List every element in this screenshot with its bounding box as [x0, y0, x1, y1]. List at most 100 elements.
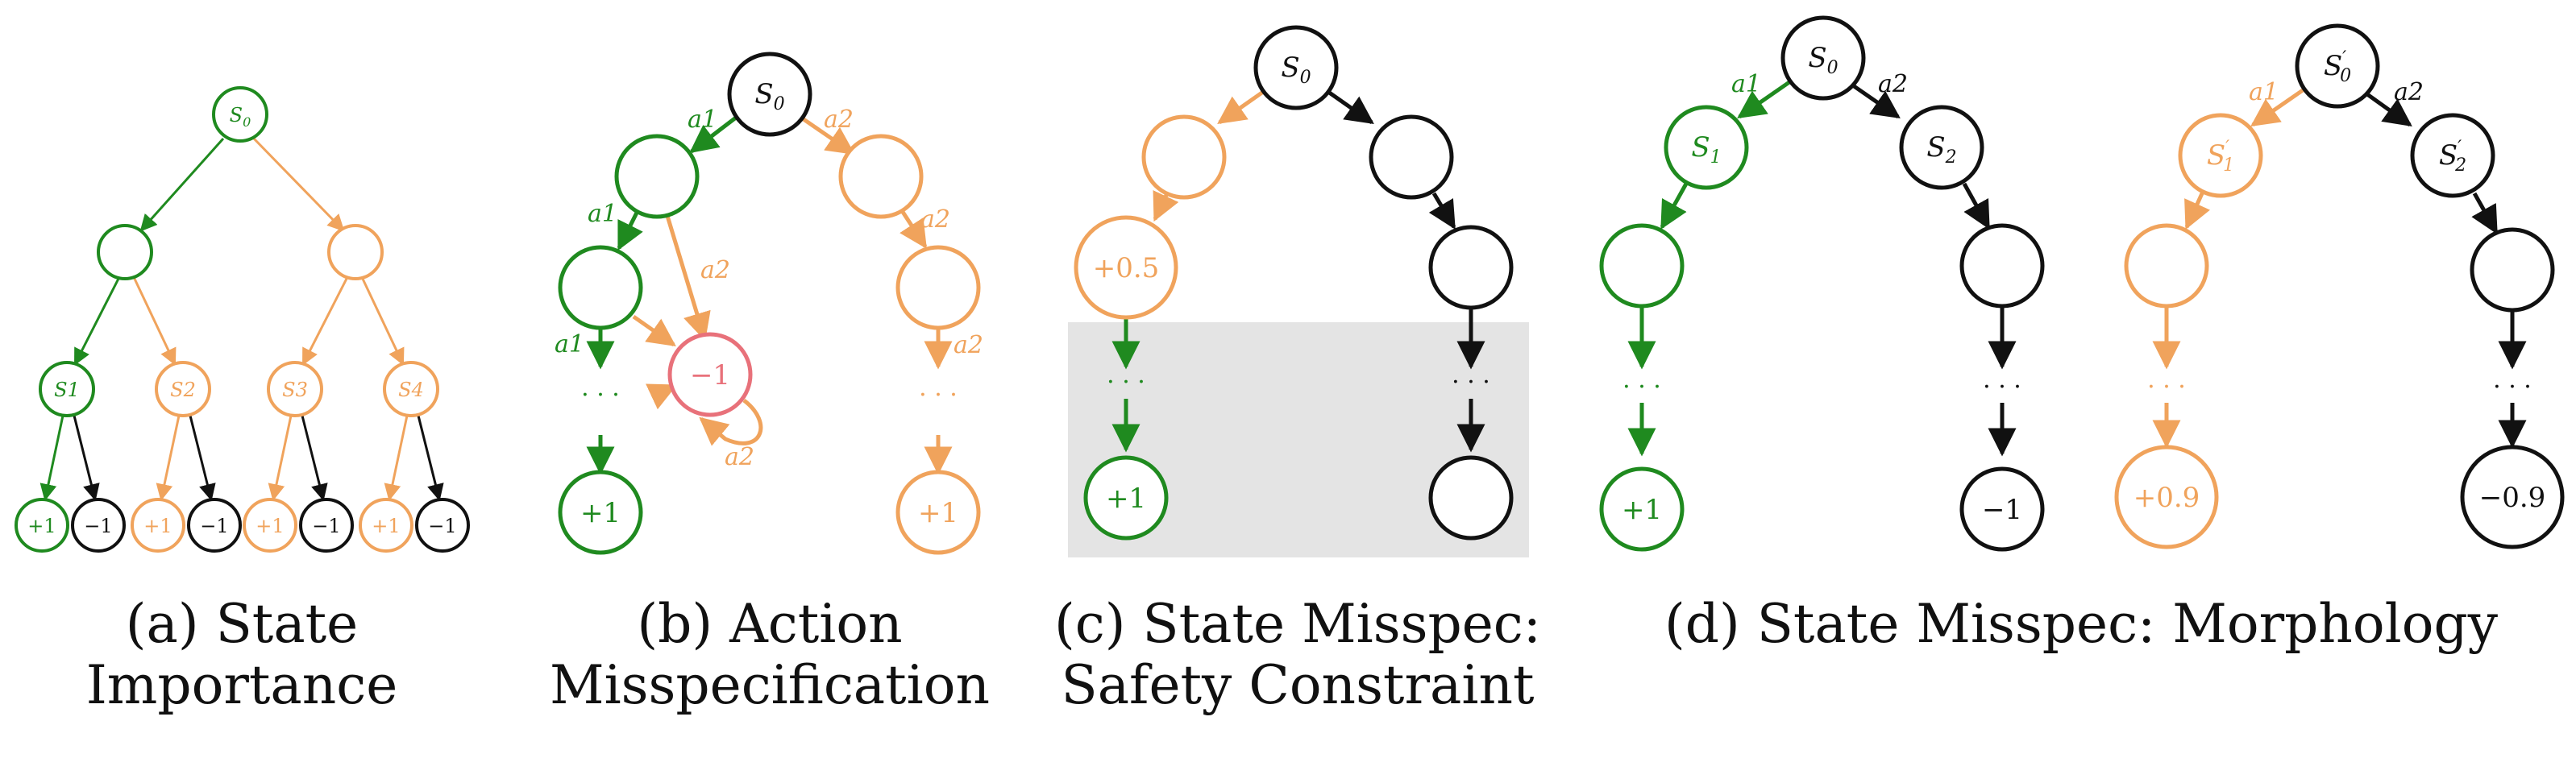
panel-b-node-green-1: [614, 134, 700, 219]
panel-d-leaf-plus09: +0.9: [2114, 445, 2219, 549]
panel-d-left-edges: [1627, 80, 2017, 457]
panel-b-edges: [586, 115, 953, 475]
panel-b-node-orange-2: [895, 245, 981, 330]
svg-text:+1: +1: [1106, 483, 1146, 515]
panel-a-leaf: +1: [131, 498, 185, 553]
panel-d-node-s2: S2: [1899, 105, 1984, 190]
svg-text:+1: +1: [372, 515, 400, 537]
panel-b-dots-green: · · ·: [581, 381, 620, 409]
panel-a-caption-line2: Importance: [86, 654, 398, 716]
panel-d-leaf-plus1: +1: [1599, 466, 1685, 552]
panel-b-caption-line2: Misspecification: [550, 654, 990, 716]
svg-text:+1: +1: [27, 515, 56, 537]
panel-b-action-label: a2: [824, 106, 854, 134]
panel-b-action-label: a2: [725, 443, 754, 471]
panel-a-leaf: +1: [243, 498, 297, 553]
panel-d-node-green-2: [1599, 223, 1685, 309]
panel-b-leaf-orange: +1: [895, 470, 981, 555]
panel-a-edges: [39, 137, 444, 502]
panel-a-leaf: +1: [15, 498, 69, 553]
svg-text:−1: −1: [690, 359, 730, 392]
panel-c-node-black-2: [1428, 225, 1514, 310]
svg-text:S′2: S′2: [2439, 138, 2466, 176]
panel-c-node-black-1: [1369, 114, 1454, 200]
svg-text:S2: S2: [170, 379, 196, 401]
svg-text:S1: S1: [1691, 131, 1721, 168]
svg-text:−1: −1: [84, 515, 112, 537]
panel-b-action-misspecification: S0 −1 · · · · · · +1 +1 a1 a2 a1 a2 a1 a…: [550, 52, 990, 716]
panel-a-node-s3: S3: [267, 361, 323, 417]
panel-d-action-label: a2: [1878, 70, 1908, 98]
svg-text:+1: +1: [256, 515, 284, 537]
panel-a-leaf: −1: [415, 498, 470, 553]
panel-b-action-label: a1: [688, 106, 717, 134]
panel-d-action-label: a2: [2394, 78, 2424, 106]
panel-c-node-plus05: +0.5: [1074, 215, 1178, 320]
panel-a-leaf: −1: [71, 498, 126, 553]
svg-text:S0: S0: [230, 104, 251, 130]
panel-b-action-label: a1: [555, 330, 584, 358]
panel-c-caption-line2: Safety Constraint: [1061, 654, 1534, 716]
panel-d-node-black-2: [1959, 223, 2045, 309]
panel-a-node-s2: S2: [155, 361, 211, 417]
panel-c-dots-green: · · ·: [1107, 368, 1145, 396]
svg-text:+1: +1: [918, 497, 958, 529]
panel-a-node-right: [327, 224, 384, 280]
panel-c-leaf-black: [1428, 455, 1514, 541]
panel-a-leaf: +1: [359, 498, 413, 553]
panel-c-root-label: S0: [1281, 52, 1311, 88]
panel-d-node-black-3: [2470, 227, 2555, 313]
panel-d-dots-green: · · ·: [1622, 373, 1661, 401]
svg-text:+1: +1: [580, 497, 621, 529]
panel-d-dots-black: · · ·: [1983, 373, 2021, 401]
panel-b-leaf-green: +1: [558, 470, 643, 555]
panel-b-action-label: a2: [700, 256, 730, 284]
panel-c-caption-line1: (c) State Misspec:: [1054, 593, 1541, 655]
panel-b-action-label: a2: [954, 331, 983, 359]
panel-a-caption-line1: (a) State: [126, 593, 359, 655]
panel-b-action-label: a1: [588, 200, 617, 228]
panel-d-node-orange-2: [2124, 223, 2209, 309]
svg-text:−0.9: −0.9: [2479, 482, 2546, 514]
svg-text:S1: S1: [54, 379, 80, 401]
svg-text:+0.5: +0.5: [1093, 252, 1160, 284]
panel-d-action-label: a1: [2249, 78, 2279, 106]
panel-a-state-importance: S0 S1 S2 S3 S4 +1 −1 +1 −1 +1 −1 +1 −1 (…: [15, 86, 470, 716]
panel-d-node-s1: S1: [1664, 105, 1749, 190]
panel-d-right-edges: [2152, 88, 2527, 449]
panel-b-root-node: S0: [727, 52, 812, 137]
panel-d-right-root: S′0: [2295, 23, 2380, 109]
svg-text:−1: −1: [1982, 494, 2022, 526]
panel-b-node-minus1: −1: [667, 332, 753, 417]
panel-b-node-orange-1: [838, 134, 924, 219]
panel-b-caption-line1: (b) Action: [637, 593, 902, 655]
panel-c-dots-black: · · ·: [1452, 368, 1490, 396]
panel-a-node-s4: S4: [383, 361, 439, 417]
panel-b-action-labels: a1 a2 a1 a2 a1 a2 a2 a2: [555, 106, 983, 471]
panel-a-node-left: [97, 224, 153, 280]
panel-d-leaf-minus09: −0.9: [2460, 445, 2565, 549]
panel-d-action-label: a1: [1731, 70, 1761, 98]
svg-text:+1: +1: [1622, 494, 1662, 526]
panel-d-node-s2-prime: S′2: [2410, 113, 2495, 198]
panel-d-dots-black-right: · · ·: [2493, 373, 2532, 401]
svg-text:−1: −1: [428, 515, 456, 537]
svg-text:S3: S3: [282, 379, 308, 401]
panel-a-leaf: −1: [187, 498, 242, 553]
panel-a-root-node: S0: [212, 86, 268, 143]
panel-d-dots-orange: · · ·: [2147, 373, 2186, 401]
svg-text:S0: S0: [754, 78, 784, 114]
panel-a-node-s1: S1: [39, 361, 95, 417]
svg-text:+1: +1: [143, 515, 172, 537]
panel-d-morphology: S0 S1 S2 · · · · · · +1 −1 a1 a2: [1599, 15, 2565, 655]
panel-c-root-node: [1253, 25, 1339, 110]
panel-c-node-orange-1: [1141, 114, 1227, 200]
panel-a-leaf: −1: [299, 498, 354, 553]
svg-text:+0.9: +0.9: [2134, 482, 2200, 514]
panel-c-safety-constraint: S0 +0.5 · · · · · · +1 (c) State Misspec…: [1054, 25, 1541, 716]
panel-c-leaf-green: +1: [1083, 455, 1169, 541]
panel-b-node-green-2: [558, 245, 643, 330]
panel-b-dots-orange: · · ·: [919, 381, 958, 409]
panel-d-leaf-minus1: −1: [1959, 466, 2045, 552]
